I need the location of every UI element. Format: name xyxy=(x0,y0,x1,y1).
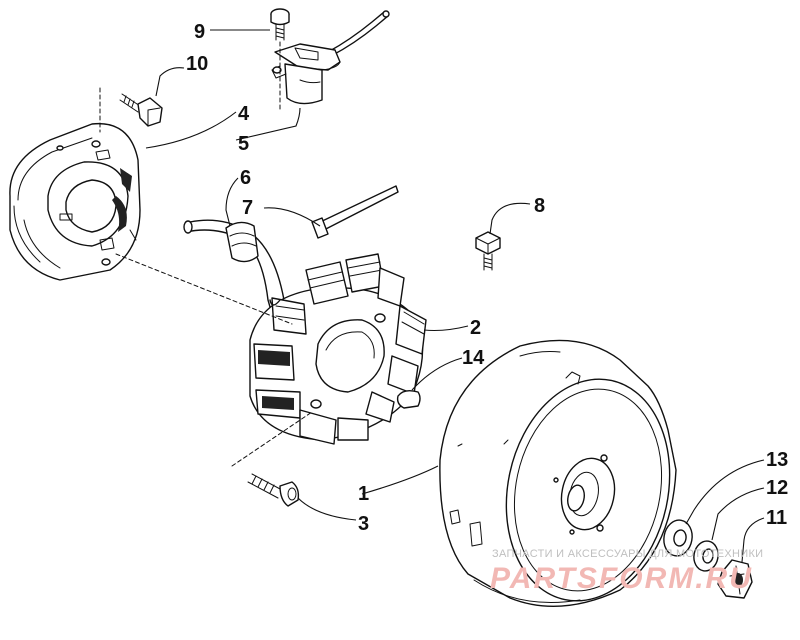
callout-1: 1 xyxy=(358,483,369,505)
watermark-brand: PARTSFORM.RU xyxy=(490,562,753,595)
callout-12: 12 xyxy=(766,477,788,499)
stator-plate-bolt xyxy=(119,93,163,127)
callout-14: 14 xyxy=(462,347,485,369)
woodruff-key xyxy=(396,389,421,409)
callout-4: 4 xyxy=(238,103,250,125)
callout-2: 2 xyxy=(470,317,481,339)
callout-numbers: 9 10 4 5 6 7 8 2 14 1 3 13 12 11 xyxy=(186,21,788,535)
leader-lines xyxy=(145,29,765,563)
watermark: ЗАПЧАСТИ И АКСЕССУАРЫ ДЛЯ МОТОТЕХНИКИ PA… xyxy=(490,548,763,595)
stator xyxy=(249,253,427,445)
callout-6: 6 xyxy=(240,167,251,189)
callout-13: 13 xyxy=(766,449,788,471)
stator-screw xyxy=(247,473,300,507)
pickup-screw xyxy=(270,8,290,41)
callout-8: 8 xyxy=(534,195,545,217)
lock-washer xyxy=(693,540,719,572)
callout-11: 11 xyxy=(766,507,787,529)
pickup-coil-assembly xyxy=(270,8,390,111)
callout-10: 10 xyxy=(186,53,208,75)
callout-9: 9 xyxy=(194,21,205,43)
flywheel-nut xyxy=(717,559,753,599)
callout-5: 5 xyxy=(238,133,249,155)
stator-mounting-plate xyxy=(9,122,141,281)
wire-harness-grommet xyxy=(183,219,287,315)
flywheel-washer xyxy=(663,519,693,557)
callout-7: 7 xyxy=(242,197,253,219)
flywheel xyxy=(439,339,677,607)
hex-bolt xyxy=(475,231,501,271)
cable-tie xyxy=(311,185,399,239)
watermark-tagline: ЗАПЧАСТИ И АКСЕССУАРЫ ДЛЯ МОТОТЕХНИКИ xyxy=(492,548,763,560)
callout-3: 3 xyxy=(358,513,369,535)
